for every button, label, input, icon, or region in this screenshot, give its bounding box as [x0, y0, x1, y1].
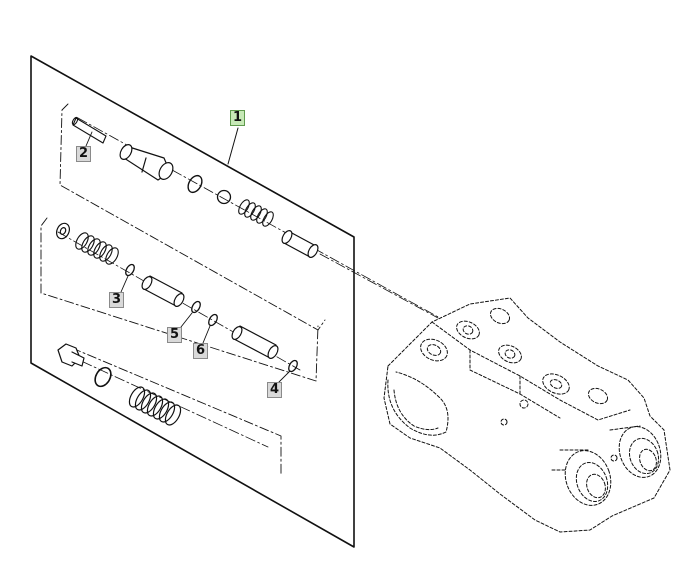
- callout-6-leader: [202, 325, 211, 344]
- ring-item-6: [208, 313, 218, 327]
- o-ring-upper: [187, 174, 203, 194]
- pin-part: [71, 116, 107, 144]
- callout-3-leader: [120, 275, 129, 293]
- sleeve-part: [281, 230, 319, 258]
- callout-6: 6: [193, 343, 208, 359]
- callout-2: 2: [76, 146, 91, 162]
- callout-1: 1: [230, 110, 245, 126]
- callout-3: 3: [109, 292, 124, 308]
- piston-middle-part: [141, 275, 185, 307]
- ring-item-5: [191, 300, 201, 314]
- spring-lower: [128, 386, 182, 426]
- callout-4: 4: [267, 382, 282, 398]
- plug-part: [57, 343, 85, 367]
- valve-body-outline: [383, 297, 671, 533]
- group-outline-upper: [59, 103, 326, 331]
- kit-to-body-leader: [319, 253, 439, 319]
- ball-part: [216, 189, 232, 205]
- callout-4-leader: [278, 370, 291, 383]
- group-outline-middle: [40, 217, 319, 382]
- valve-spool-part: [119, 144, 174, 181]
- callout-1-leader: [227, 127, 239, 165]
- group-outline-lower: [71, 347, 282, 477]
- ring-item-3: [125, 263, 135, 277]
- kit-panel: [30, 55, 355, 548]
- spring-upper: [238, 199, 274, 227]
- o-ring-lower: [94, 366, 112, 388]
- piston-right-part: [231, 325, 279, 359]
- callout-5: 5: [167, 327, 182, 343]
- callout-2-leader: [85, 131, 93, 147]
- callout-5-leader: [180, 312, 193, 328]
- washer-part: [55, 222, 71, 240]
- spring-middle: [75, 232, 119, 265]
